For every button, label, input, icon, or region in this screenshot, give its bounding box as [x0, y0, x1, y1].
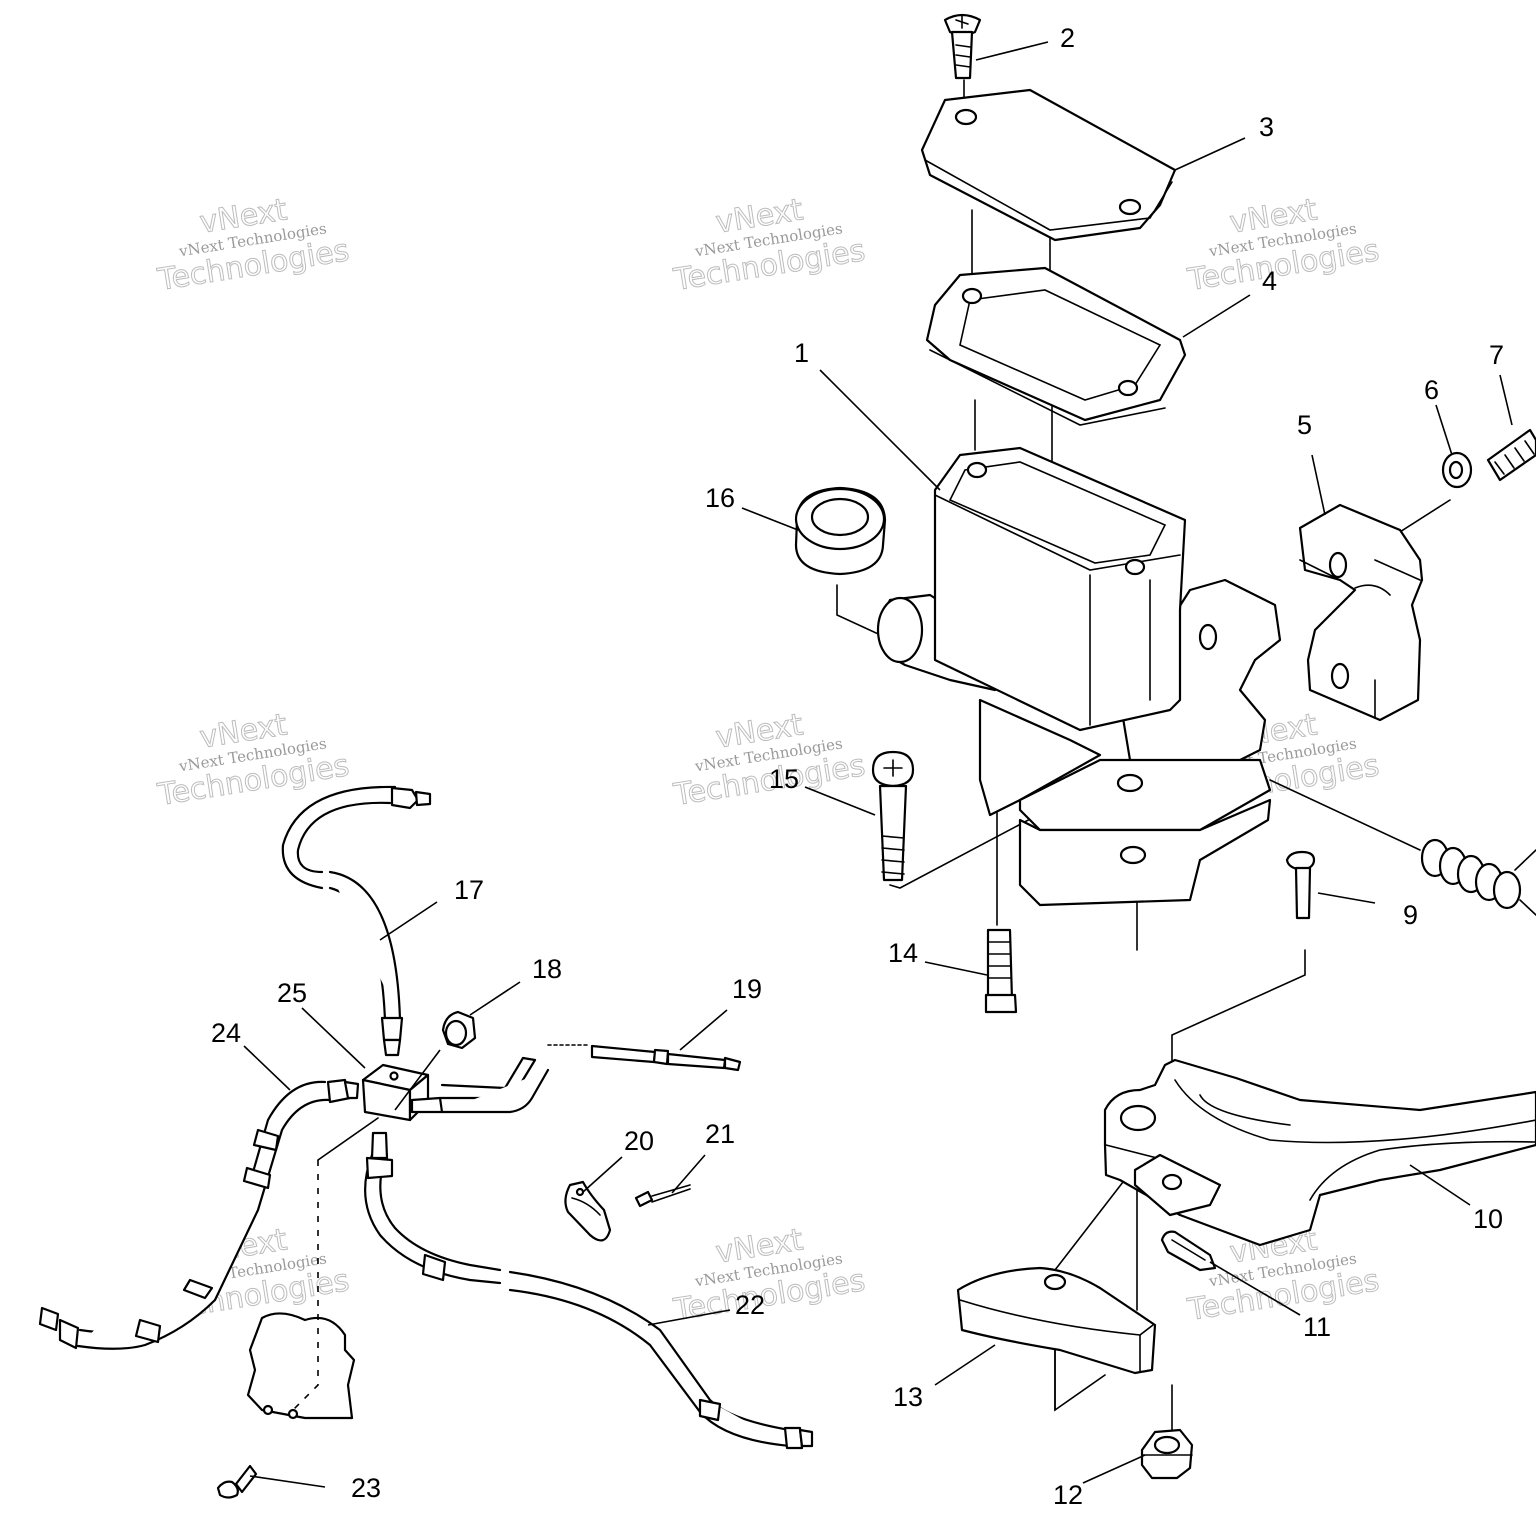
part-12-nut: [1140, 1428, 1194, 1480]
part-2-screw: [943, 13, 982, 80]
part-11-clip: [1160, 1230, 1217, 1272]
part-22-hose: [364, 1131, 814, 1450]
spring: [1420, 838, 1536, 916]
frame-section: [246, 1117, 379, 1420]
part-6-washer: [1441, 451, 1473, 489]
part-19-switch: [410, 1044, 742, 1114]
callout-13: 13: [893, 1382, 923, 1412]
callout-10: 10: [1473, 1204, 1503, 1234]
part-24-hose: [38, 1078, 360, 1350]
callout-11: 11: [1303, 1312, 1331, 1342]
watermark: vNext vNext Technologies Technologies: [1184, 192, 1382, 299]
leader-lines: [243, 41, 1513, 1488]
callout-20: 20: [624, 1126, 654, 1156]
callout-7: 7: [1489, 340, 1504, 370]
callout-1: 1: [794, 338, 809, 368]
watermark: vNext vNext Technologies Technologies: [670, 707, 868, 814]
callout-17: 17: [454, 875, 484, 905]
callout-15: 15: [769, 764, 799, 794]
callout-5: 5: [1297, 410, 1312, 440]
part-14-screw: [984, 928, 1018, 1014]
callout-2: 2: [1060, 23, 1075, 53]
part-7-bolt: [1486, 428, 1536, 482]
part-15-screw: [871, 750, 915, 882]
part-17-hose: [281, 785, 432, 1057]
watermark: vNext vNext Technologies Technologies: [154, 192, 352, 299]
part-1-master-cylinder: [876, 446, 1282, 907]
callout-6: 6: [1424, 375, 1439, 405]
part-18-fitting: [441, 1010, 477, 1050]
part-5-clamp: [1298, 503, 1424, 722]
callout-12: 12: [1053, 1480, 1083, 1510]
callout-23: 23: [351, 1473, 381, 1503]
callout-24: 24: [211, 1018, 241, 1048]
part-23-screw: [216, 1464, 258, 1499]
part-10-lever: [1103, 1058, 1536, 1247]
watermark: vNext vNext Technologies Technologies: [154, 707, 352, 814]
callout-16: 16: [705, 483, 735, 513]
callout-labels: 1 2 3 4 5 6 7 9 10 11 12 13 14 15 16 17 …: [211, 23, 1504, 1510]
part-13-adjuster: [956, 1266, 1157, 1375]
callout-19: 19: [732, 974, 762, 1004]
callout-3: 3: [1259, 112, 1274, 142]
callout-18: 18: [532, 954, 562, 984]
callout-21: 21: [705, 1119, 735, 1149]
callout-14: 14: [888, 938, 918, 968]
part-4-gasket: [925, 266, 1187, 426]
callout-25: 25: [277, 978, 307, 1008]
callout-9: 9: [1403, 900, 1418, 930]
callout-22: 22: [735, 1290, 765, 1320]
watermark: vNext vNext Technologies Technologies: [670, 1222, 868, 1329]
watermark: vNext vNext Technologies Technologies: [670, 192, 868, 299]
part-21-screw: [634, 1184, 691, 1208]
part-3-cover: [920, 88, 1177, 242]
part-9-pin: [1285, 850, 1316, 920]
part-20-clamp: [564, 1180, 612, 1242]
callout-4: 4: [1262, 266, 1277, 296]
part-16-boot: [794, 486, 887, 576]
